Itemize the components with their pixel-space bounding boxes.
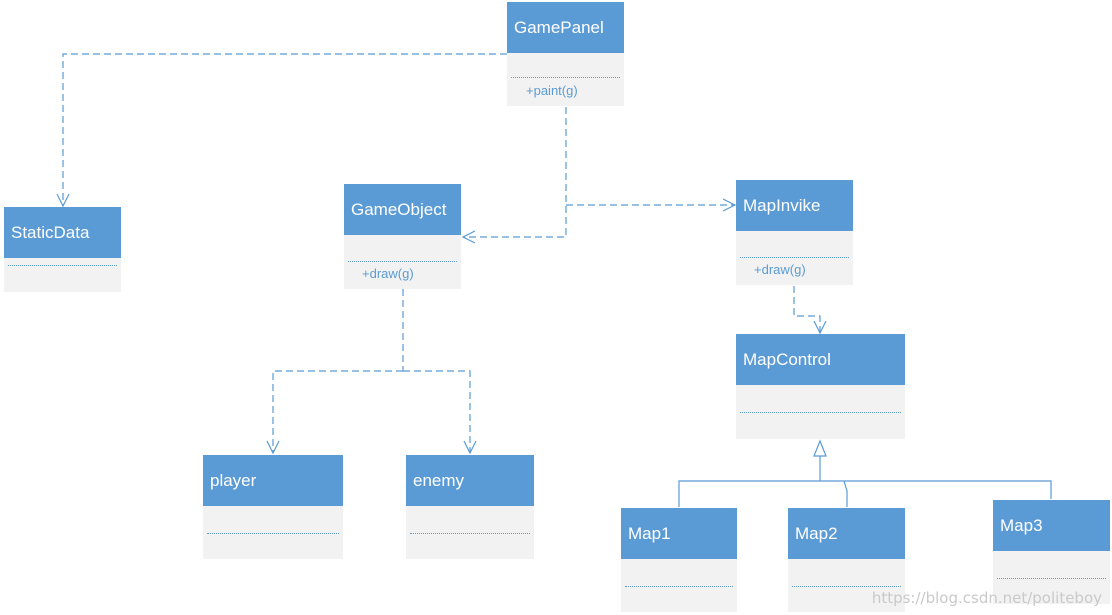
arrowhead-mapcontrol (813, 320, 827, 335)
class-map1-separator (625, 586, 733, 587)
class-map2-name: Map2 (788, 508, 905, 559)
class-mapcontrol[interactable]: MapControl (736, 334, 905, 439)
class-gameobject-separator (348, 261, 457, 262)
class-map3-body (993, 551, 1110, 604)
dependency-mapinvike-mapcontrol (793, 286, 821, 333)
class-gamepanel-operation: +paint(g) (526, 83, 578, 98)
class-map1-name: Map1 (621, 508, 737, 559)
class-player[interactable]: player (203, 455, 343, 559)
class-mapcontrol-separator (740, 412, 901, 413)
class-map1-body (621, 559, 737, 612)
class-staticdata-separator (8, 265, 117, 266)
class-mapinvike-separator (740, 257, 849, 258)
class-staticdata[interactable]: StaticData (4, 207, 121, 292)
class-player-separator (207, 533, 339, 534)
class-gamepanel-separator (511, 77, 620, 78)
class-gameobject-body: +draw(g) (344, 235, 461, 289)
dependency-gameobject-player (272, 370, 403, 453)
arrowhead-gameobject (461, 230, 476, 244)
class-enemy-separator (410, 533, 530, 534)
class-map2-body (788, 559, 905, 612)
class-gameobject-operation: +draw(g) (362, 266, 414, 281)
class-enemy-body (406, 506, 534, 559)
class-map2-separator (792, 586, 901, 587)
class-staticdata-name: StaticData (4, 207, 121, 258)
generalization-triangle (813, 439, 827, 457)
class-enemy-name: enemy (406, 455, 534, 506)
class-player-name: player (203, 455, 343, 506)
class-map2[interactable]: Map2 (788, 508, 905, 612)
class-player-body (203, 506, 343, 559)
arrowhead-enemy (463, 440, 477, 455)
watermark-text: https://blog.csdn.net/politeboy (871, 589, 1102, 607)
class-mapinvike-operation: +draw(g) (754, 262, 806, 277)
generalization-map2 (843, 480, 848, 507)
class-mapinvike-body: +draw(g) (736, 231, 853, 285)
class-gamepanel[interactable]: GamePanel +paint(g) (507, 2, 624, 106)
dependency-gamepanel-gameobject (463, 107, 567, 238)
class-map3-name: Map3 (993, 500, 1110, 551)
class-mapcontrol-body (736, 385, 905, 439)
class-map1[interactable]: Map1 (621, 508, 737, 612)
class-gamepanel-body: +paint(g) (507, 53, 624, 106)
arrowhead-player (266, 440, 280, 455)
arrowhead-staticdata (56, 193, 70, 208)
class-map3[interactable]: Map3 (993, 500, 1110, 604)
dependency-gamepanel-staticdata (62, 53, 507, 206)
class-mapinvike[interactable]: MapInvike +draw(g) (736, 180, 853, 285)
class-gameobject-name: GameObject (344, 184, 461, 235)
generalization-map1 (678, 480, 1052, 507)
class-gameobject[interactable]: GameObject +draw(g) (344, 184, 461, 289)
arrowhead-mapinvike (722, 198, 737, 212)
class-mapcontrol-name: MapControl (736, 334, 905, 385)
class-gamepanel-name: GamePanel (507, 2, 624, 53)
class-staticdata-body (4, 258, 121, 292)
class-enemy[interactable]: enemy (406, 455, 534, 559)
class-mapinvike-name: MapInvike (736, 180, 853, 231)
class-map3-separator (997, 578, 1106, 579)
dependency-gameobject-enemy (403, 370, 471, 453)
